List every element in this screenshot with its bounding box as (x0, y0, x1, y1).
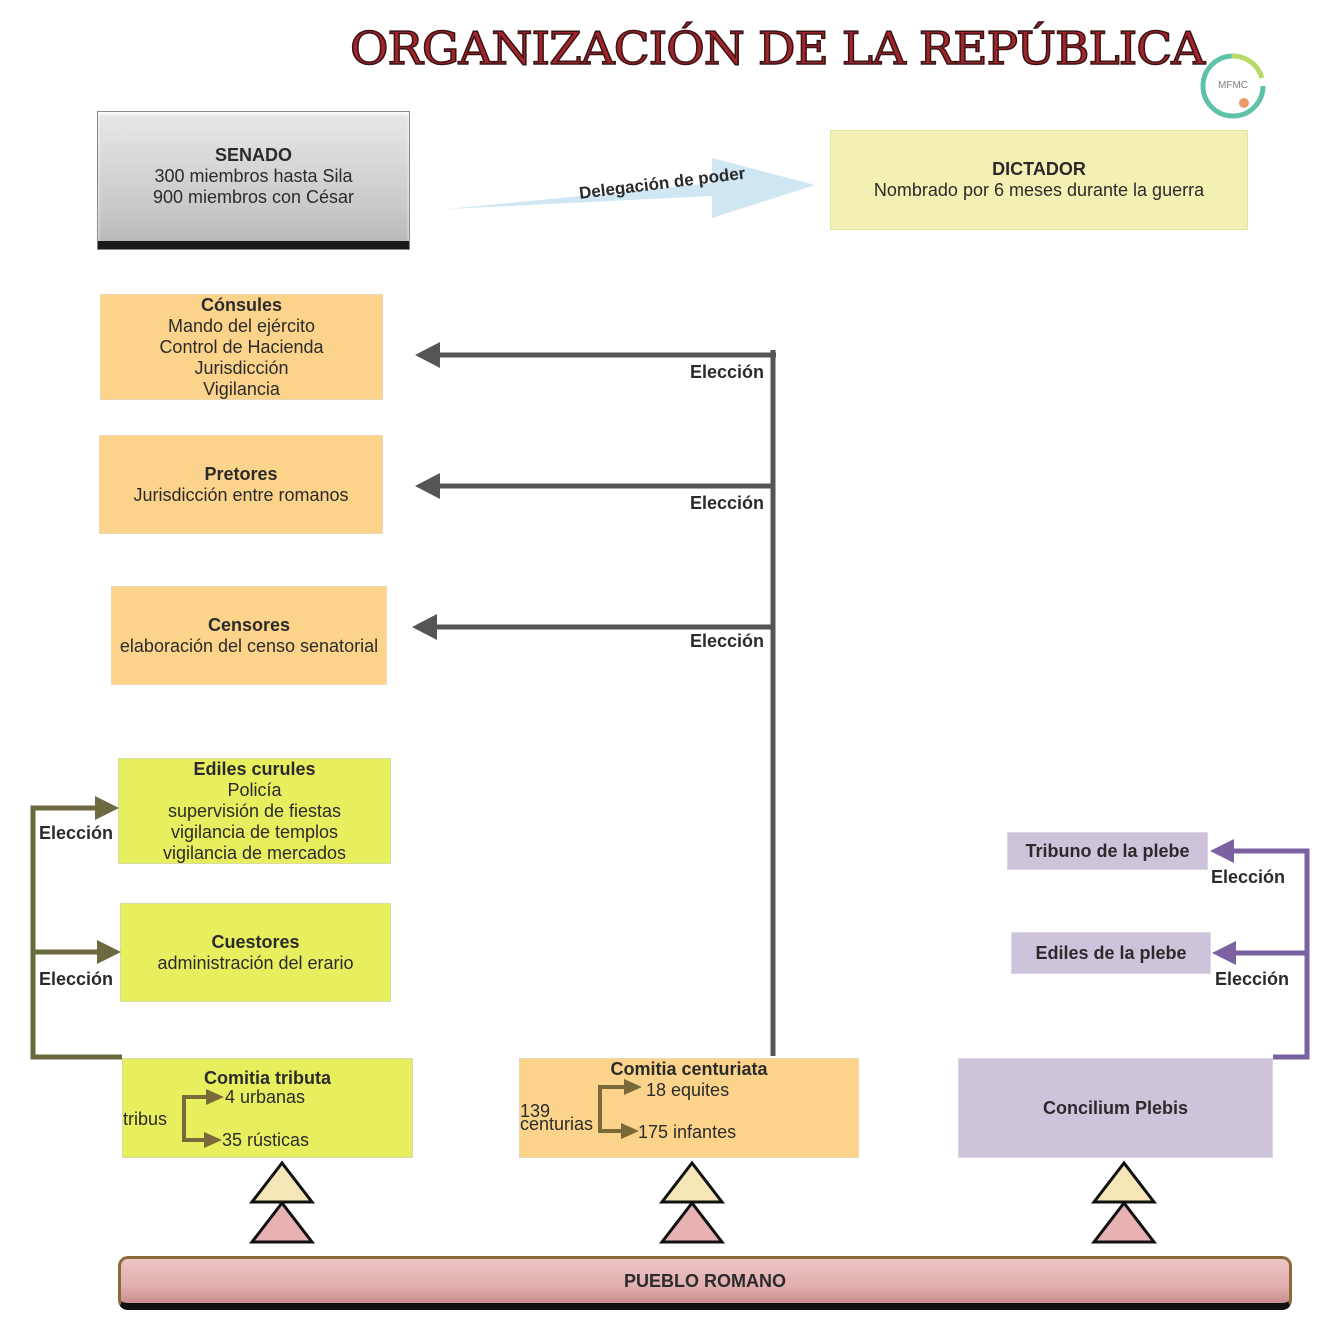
comitia-tributa-box: Comitia tributa (122, 1058, 413, 1158)
pyramid-centuriata (658, 1160, 726, 1244)
mfmc-logo: MFMC (1200, 53, 1266, 119)
comitia-centuriata-heading: Comitia centuriata (610, 1059, 768, 1079)
consules-line: Mando del ejército (167, 315, 316, 336)
delegation-label: Delegación de poder (578, 163, 747, 203)
senado-box: SENADO 300 miembros hasta Sila 900 miemb… (97, 111, 410, 250)
pretores-line: Jurisdicción entre romanos (133, 484, 349, 505)
ediles-plebe-heading: Ediles de la plebe (1035, 942, 1187, 963)
consules-line: Vigilancia (203, 378, 280, 399)
dictador-box: DICTADOR Nombrado por 6 meses durante la… (830, 130, 1248, 230)
ediles-curules-heading: Ediles curules (193, 758, 316, 779)
cuestores-heading: Cuestores (211, 931, 300, 952)
pueblo-romano-label: PUEBLO ROMANO (624, 1270, 786, 1291)
equites-label: 18 equites (646, 1080, 730, 1100)
arrow-to-cuestores (97, 940, 121, 964)
consules-heading: Cónsules (200, 294, 283, 315)
arrow-to-pretores (415, 473, 440, 499)
arrow-to-ediles-plebe (1212, 941, 1236, 965)
arrow-to-censores (412, 614, 437, 640)
pretores-box: Pretores Jurisdicción entre romanos (99, 435, 383, 534)
consules-line: Jurisdicción (194, 357, 289, 378)
consules-box: Cónsules Mando del ejército Control de H… (100, 294, 383, 400)
ediles-curules-line: supervisión de fiestas (167, 800, 342, 821)
senado-heading: SENADO (214, 145, 292, 165)
eleccion-label-consules: Elección (690, 362, 765, 382)
eleccion-label-cuestores: Elección (39, 969, 114, 989)
senado-line: 300 miembros hasta Sila (154, 166, 353, 186)
centurias-number: 139 (520, 1101, 551, 1121)
dictador-heading: DICTADOR (992, 159, 1086, 179)
ediles-curules-line: vigilancia de mercados (162, 842, 347, 863)
dictador-line: Nombrado por 6 meses durante la guerra (873, 180, 1205, 200)
gray-election-lines (428, 350, 776, 1056)
censores-line: elaboración del censo senatorial (119, 635, 379, 656)
centurias-label: centurias (520, 1114, 594, 1134)
ediles-curules-box: Ediles curules Policía supervisión de fi… (118, 758, 391, 864)
eleccion-label-tribuno: Elección (1211, 867, 1286, 887)
consules-line: Control de Hacienda (159, 336, 324, 357)
pueblo-romano-bar: PUEBLO ROMANO (118, 1256, 1292, 1310)
pretores-heading: Pretores (204, 463, 278, 484)
tribus-label: tribus (123, 1109, 168, 1129)
urbanas-label: 4 urbanas (225, 1087, 306, 1107)
cuestores-box: Cuestores administración del erario (120, 903, 391, 1002)
arrow-to-tribuno (1210, 839, 1234, 863)
page-title: ORGANIZACIÓN DE LA REPÚBLICA (349, 23, 1206, 77)
cuestores-line: administración del erario (157, 952, 354, 973)
arrow-to-ediles-curules (95, 796, 119, 820)
pyramid-concilium (1090, 1160, 1158, 1244)
eleccion-label-ediles-curules: Elección (39, 823, 114, 843)
ediles-plebe-box: Ediles de la plebe (1011, 932, 1211, 974)
arrow-to-consules (415, 342, 440, 368)
olive-election-lines (30, 805, 122, 1060)
svg-text:MFMC: MFMC (1218, 80, 1248, 91)
eleccion-label-censores: Elección (690, 631, 765, 651)
eleccion-label-ediles-plebe: Elección (1215, 969, 1290, 989)
concilium-heading: Concilium Plebis (1042, 1097, 1189, 1118)
ediles-curules-line: vigilancia de templos (170, 821, 339, 842)
censores-box: Censores elaboración del censo senatoria… (111, 586, 387, 685)
comitia-tributa-heading: Comitia tributa (203, 1068, 331, 1088)
tribuno-heading: Tribuno de la plebe (1025, 840, 1190, 861)
rusticas-label: 35 rústicas (222, 1130, 310, 1150)
concilium-plebis-box: Concilium Plebis (958, 1058, 1273, 1158)
senado-line: 900 miembros con César (152, 187, 355, 207)
infantes-label: 175 infantes (638, 1122, 737, 1142)
comitia-centuriata-box: Comitia centuriata (519, 1058, 859, 1158)
pyramid-tributa (248, 1160, 316, 1244)
eleccion-label-pretores: Elección (690, 493, 765, 513)
ediles-curules-line: Policía (227, 779, 282, 800)
tribuno-box: Tribuno de la plebe (1007, 832, 1208, 870)
censores-heading: Censores (207, 614, 291, 635)
